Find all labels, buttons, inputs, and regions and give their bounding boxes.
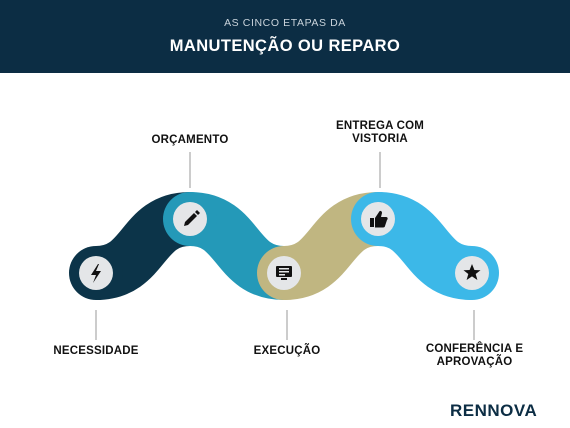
label-conferencia: CONFERÊNCIA E APROVAÇÃO xyxy=(425,343,524,368)
header-title: MANUTENÇÃO OU REPARO xyxy=(169,37,401,55)
header-subtitle: AS CINCO ETAPAS DA xyxy=(224,17,346,29)
lightning-icon xyxy=(91,264,101,283)
label-execucao: EXECUÇÃO xyxy=(253,345,321,357)
label-orcamento: ORÇAMENTO xyxy=(151,134,229,146)
pencil-icon xyxy=(184,210,200,226)
brand-logo-text: RENNOVA xyxy=(450,401,537,420)
star-icon xyxy=(463,264,481,280)
page-header: AS CINCO ETAPAS DA MANUTENÇÃO OU REPARO xyxy=(0,0,570,73)
brand-logo: RENNOVA xyxy=(450,399,552,421)
label-necessidade: NECESSIDADE xyxy=(53,345,139,357)
rennova-logo-icon: RENNOVA xyxy=(450,401,537,420)
thumbs-up-icon xyxy=(370,210,388,228)
monitor-icon xyxy=(276,266,292,280)
label-entrega: ENTREGA COM VISTORIA xyxy=(335,120,425,145)
